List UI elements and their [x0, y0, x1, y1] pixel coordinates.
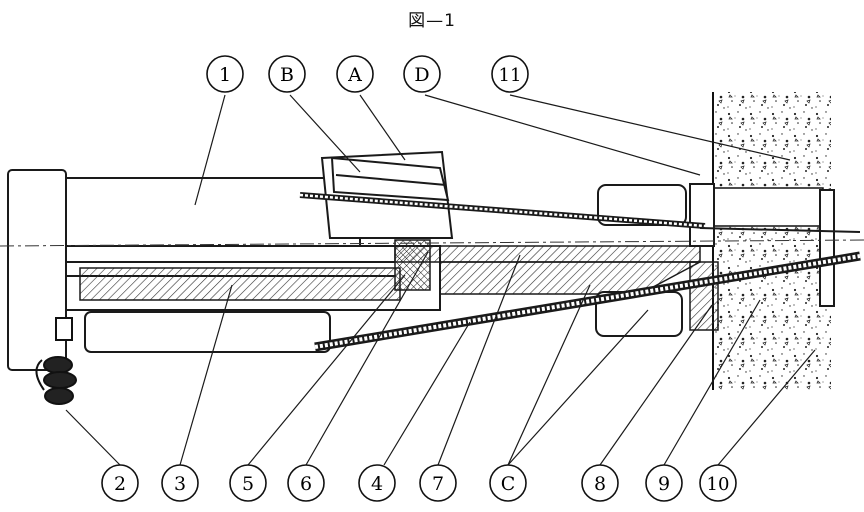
callout-B: B: [268, 55, 306, 93]
prestressing-strands: [299, 192, 861, 352]
svg-text:7: 7: [432, 473, 444, 495]
callout-11: 11: [491, 55, 529, 93]
center-axis: [0, 239, 864, 247]
callouts-bottom: 2 3 5 6 4 7 C 8 9 10: [101, 464, 737, 502]
callout-5: 5: [229, 464, 267, 502]
svg-text:C: C: [501, 473, 516, 495]
callout-10: 10: [699, 464, 737, 502]
callout-6: 6: [287, 464, 325, 502]
svg-text:6: 6: [300, 473, 312, 495]
callout-4: 4: [358, 464, 396, 502]
callout-9: 9: [645, 464, 683, 502]
callouts-top: 1 B A D 11: [206, 55, 529, 93]
svg-text:D: D: [414, 64, 429, 86]
callout-3: 3: [161, 464, 199, 502]
callout-D: D: [403, 55, 441, 93]
leader-lines: [65, 94, 816, 466]
hose-fitting: [35, 317, 77, 405]
svg-text:4: 4: [371, 473, 383, 495]
callout-8: 8: [581, 464, 619, 502]
svg-text:8: 8: [594, 473, 606, 495]
callout-7: 7: [419, 464, 457, 502]
svg-text:11: 11: [499, 65, 522, 86]
figure-title: 図—1: [408, 11, 456, 31]
svg-text:1: 1: [219, 64, 231, 86]
callout-1: 1: [206, 55, 244, 93]
svg-text:3: 3: [174, 473, 186, 495]
callout-C: C: [489, 464, 527, 502]
svg-text:B: B: [280, 64, 294, 86]
svg-text:2: 2: [114, 473, 126, 495]
anchor-chuck: [595, 183, 835, 337]
svg-text:10: 10: [707, 474, 730, 495]
wedge-anchor: [320, 150, 454, 239]
svg-text:9: 9: [658, 473, 670, 495]
svg-text:A: A: [347, 64, 362, 86]
hatched-sections: [79, 239, 719, 331]
svg-text:5: 5: [242, 473, 254, 495]
callout-A: A: [336, 55, 374, 93]
callout-2: 2: [101, 464, 139, 502]
